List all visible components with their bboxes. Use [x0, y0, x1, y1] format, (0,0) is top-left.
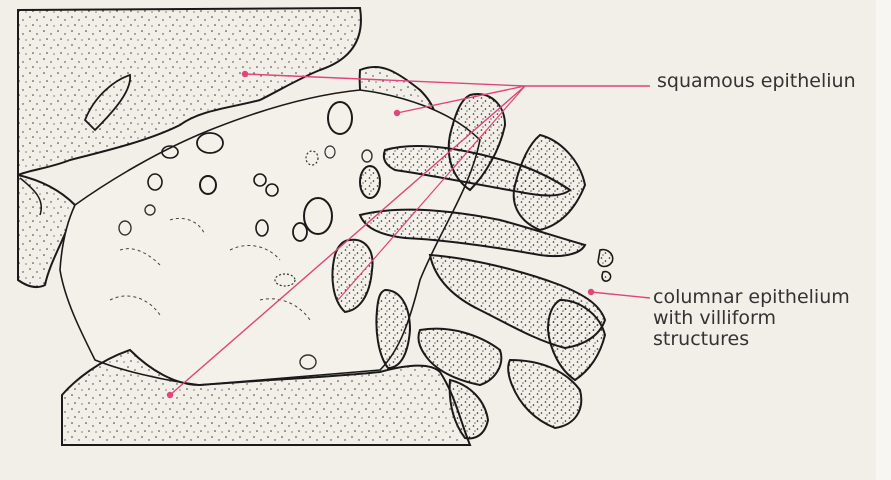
leader-dot-columnar — [588, 289, 594, 295]
leader-dot-squamous-2 — [394, 110, 400, 116]
leader-line-columnar — [591, 292, 650, 298]
leader-dot-squamous-3 — [167, 392, 173, 398]
label-squamous-epithelium: squamous epitheliun — [657, 71, 856, 92]
label-columnar-line-3: structures — [653, 329, 850, 350]
label-columnar-line-1: columnar epithelium — [653, 287, 850, 308]
leader-dot-squamous-1 — [242, 71, 248, 77]
page-edge — [876, 0, 891, 480]
label-squamous-text: squamous epitheliun — [657, 71, 856, 92]
label-columnar-line-2: with villiform — [653, 308, 850, 329]
label-columnar-epithelium: columnar epithelium with villiform struc… — [653, 287, 850, 350]
